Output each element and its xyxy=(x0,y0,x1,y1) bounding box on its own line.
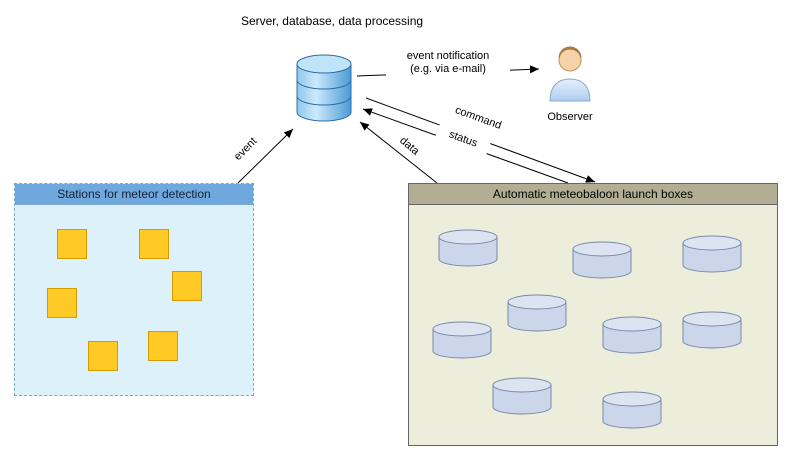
meteor-station-node xyxy=(139,229,169,259)
meteor-station-node xyxy=(47,288,77,318)
event-notification-line1: event notification xyxy=(406,50,490,62)
meteor-station-node xyxy=(57,229,87,259)
stations-box: Stations for meteor detection xyxy=(14,183,254,396)
launch-box-node xyxy=(438,229,498,267)
launch-box-body xyxy=(409,184,777,445)
edge-label-status: status xyxy=(435,124,491,155)
launch-box-node xyxy=(602,391,662,429)
launch-box-node xyxy=(682,235,742,273)
launch-box: Automatic meteobaloon launch boxes xyxy=(408,183,778,446)
launch-box-node xyxy=(602,316,662,354)
launch-box-title: Automatic meteobaloon launch boxes xyxy=(409,184,777,205)
event-notification-line2: (e.g. via e-mail) xyxy=(410,63,486,75)
stations-box-title: Stations for meteor detection xyxy=(15,184,253,205)
launch-box-node xyxy=(432,321,492,359)
server-label: Server, database, data processing xyxy=(240,14,424,28)
meteor-station-node xyxy=(148,331,178,361)
meteor-station-node xyxy=(172,271,202,301)
launch-box-node xyxy=(492,377,552,415)
edge-label-event: event xyxy=(223,126,269,173)
launch-box-node xyxy=(682,311,742,349)
server-database-icon xyxy=(293,53,355,123)
launch-box-node xyxy=(572,241,632,279)
launch-box-node xyxy=(507,294,567,332)
stations-box-body xyxy=(15,184,253,395)
meteor-station-node xyxy=(88,341,118,371)
observer-person-icon xyxy=(546,44,594,102)
observer-label: Observer xyxy=(547,111,593,123)
edge-label-event-notification: event notification (e.g. via e-mail) xyxy=(386,50,510,76)
edge-label-data: data xyxy=(387,126,431,167)
